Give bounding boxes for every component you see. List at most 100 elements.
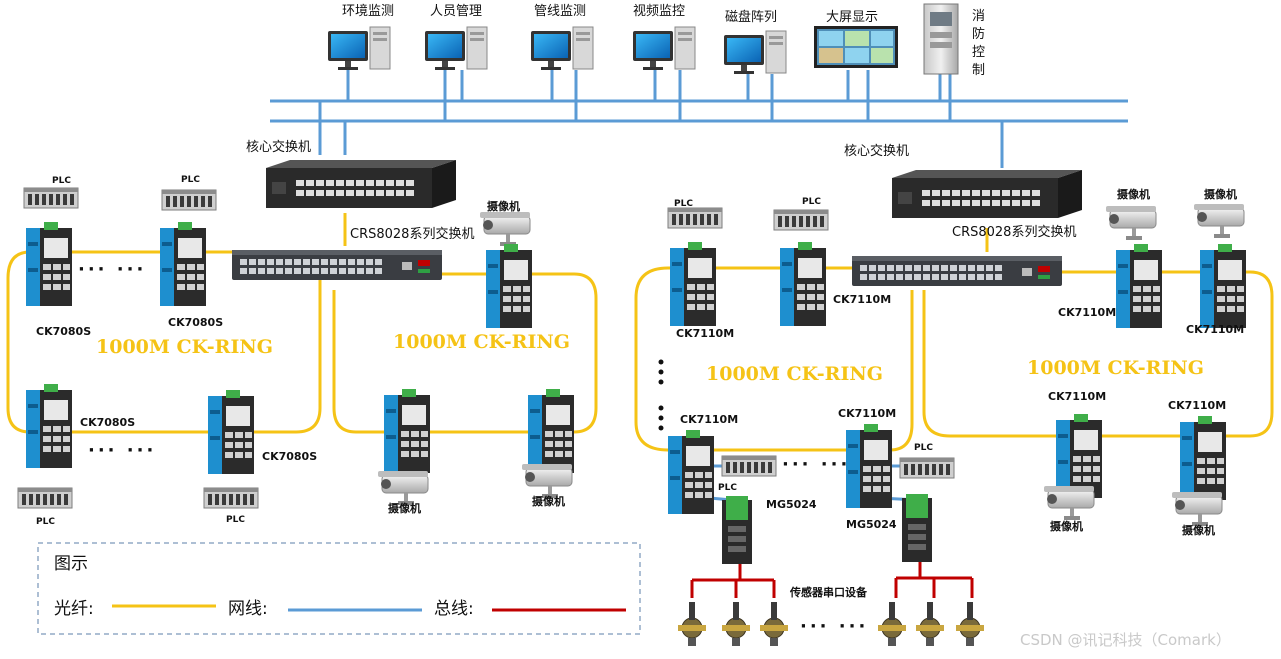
plc-label: PLC — [914, 443, 933, 453]
station-fire-control: 消 防 控 制 — [923, 3, 985, 78]
industrial-switch-icon — [1180, 416, 1226, 500]
device-label: CK7110M — [1168, 399, 1226, 412]
industrial-switch-icon — [1116, 244, 1162, 328]
plc-icon — [773, 209, 829, 231]
sensor-icon — [877, 601, 907, 647]
industrial-switch-icon — [26, 222, 72, 306]
core-switch-label: 核心交换机 — [844, 143, 909, 159]
industrial-switch-icon — [670, 242, 716, 326]
right-ring-devices: 摄像机 CK7110M 摄像机 CK7110M CK7110M 摄像机 CK71… — [1043, 187, 1246, 537]
station-label: 人员管理 — [430, 4, 482, 19]
plc-label: PLC — [718, 483, 737, 493]
station-label: 管线监测 — [534, 4, 586, 19]
device-label: CK7110M — [1048, 390, 1106, 403]
fire-label-char: 制 — [972, 63, 985, 78]
left-ring-1-devices: PLC CK7080S PLC CK7080S ··· ··· CK7080S … — [17, 175, 317, 527]
station-label: 视频监控 — [633, 4, 685, 19]
station-environment: 环境监测 — [327, 4, 394, 71]
sensor-icon — [677, 601, 707, 647]
plc-icon — [667, 207, 723, 229]
device-label: CK7110M — [838, 407, 896, 420]
fire-label-char: 防 — [972, 26, 985, 42]
desktop-pc-icon — [632, 26, 696, 71]
watermark: CSDN @讯记科技（Comark） — [1020, 631, 1231, 649]
camera-label: 摄像机 — [1050, 519, 1083, 533]
plc-label: PLC — [36, 517, 55, 527]
device-label: CK7110M — [833, 293, 891, 306]
desktop-pc-icon — [424, 26, 488, 71]
device-label: CK7110M — [1058, 306, 1116, 319]
left-ring-2-devices: 摄像机 摄像机 摄像机 — [377, 199, 574, 515]
device-label: CK7110M — [676, 327, 734, 340]
plc-label: PLC — [802, 197, 821, 207]
camera-icon — [1043, 485, 1095, 521]
station-label: 大屏显示 — [826, 10, 878, 25]
core-switch-icon — [892, 170, 1082, 218]
plc-icon — [899, 457, 955, 479]
crs-switch-left: CRS8028系列交换机 — [232, 226, 474, 280]
camera-label: 摄像机 — [532, 494, 565, 508]
camera-label: 摄像机 — [487, 199, 520, 213]
camera-label: 摄像机 — [1182, 523, 1215, 537]
gateway-icon — [902, 494, 932, 562]
device-label: CK7080S — [262, 450, 317, 463]
device-label: CK7080S — [80, 416, 135, 429]
industrial-switch-icon — [208, 390, 254, 474]
gateway-label: MG5024 — [846, 518, 897, 531]
station-label: 环境监测 — [342, 4, 394, 19]
core-switch-right: 核心交换机 — [844, 143, 1082, 218]
camera-label: 摄像机 — [1204, 187, 1237, 201]
industrial-switch-icon — [528, 389, 574, 473]
plc-label: PLC — [181, 175, 200, 185]
fire-label-char: 消 — [972, 9, 985, 24]
station-label: 磁盘阵列 — [725, 9, 777, 25]
sensor-label: 传感器串口设备 — [789, 585, 868, 599]
device-label: CK7080S — [168, 316, 223, 329]
ring-label: 1000M CK-RING — [393, 331, 570, 353]
sensor-icon — [721, 601, 751, 647]
camera-icon — [377, 470, 429, 506]
device-label: CK7110M — [1186, 323, 1244, 336]
camera-icon — [479, 211, 531, 247]
industrial-switch-icon — [668, 430, 714, 514]
industrial-switch-icon — [26, 384, 72, 468]
industrial-switch-icon — [780, 242, 826, 326]
sensor-group: ··· ··· 传感器串口设备 — [677, 585, 985, 647]
industrial-switch-icon — [1200, 244, 1246, 328]
crs-switch-label: CRS8028系列交换机 — [350, 226, 474, 242]
industrial-switch-icon — [1056, 414, 1102, 498]
sensor-icon — [915, 601, 945, 647]
sensor-icon — [955, 601, 985, 647]
sensor-icon — [759, 601, 789, 647]
camera-label: 摄像机 — [388, 501, 421, 515]
legend-fiber-label: 光纤: — [54, 599, 94, 619]
legend: 图示 光纤: 网线: 总线: — [37, 542, 641, 635]
legend-net-label: 网线: — [228, 599, 268, 619]
station-big-screen: 大屏显示 — [814, 10, 898, 68]
station-video: 视频监控 — [632, 4, 696, 71]
plc-icon — [161, 189, 217, 211]
plc-icon — [17, 487, 73, 509]
crs-switch-label: CRS8028系列交换机 — [952, 224, 1076, 240]
core-switch-left: 核心交换机 — [246, 139, 456, 208]
device-label: CK7080S — [36, 325, 91, 338]
gateway-icon — [722, 496, 752, 564]
camera-icon — [1193, 203, 1245, 239]
desktop-pc-icon — [723, 30, 787, 75]
camera-label: 摄像机 — [1117, 187, 1150, 201]
serial-bus — [690, 560, 974, 598]
industrial-switch-icon — [160, 222, 206, 306]
plc-icon — [721, 455, 777, 477]
industrial-switch-icon — [486, 244, 532, 328]
plc-icon — [23, 187, 79, 209]
core-switch-label: 核心交换机 — [246, 139, 311, 155]
ellipsis: ··· ··· — [782, 454, 850, 475]
ellipsis: ··· ··· — [78, 259, 146, 280]
gateway-label: MG5024 — [766, 498, 817, 511]
plc-label: PLC — [674, 199, 693, 209]
ring-label: 1000M CK-RING — [1027, 357, 1204, 379]
plc-icon — [203, 487, 259, 509]
core-switch-icon — [266, 160, 456, 208]
legend-title: 图示 — [54, 554, 88, 574]
